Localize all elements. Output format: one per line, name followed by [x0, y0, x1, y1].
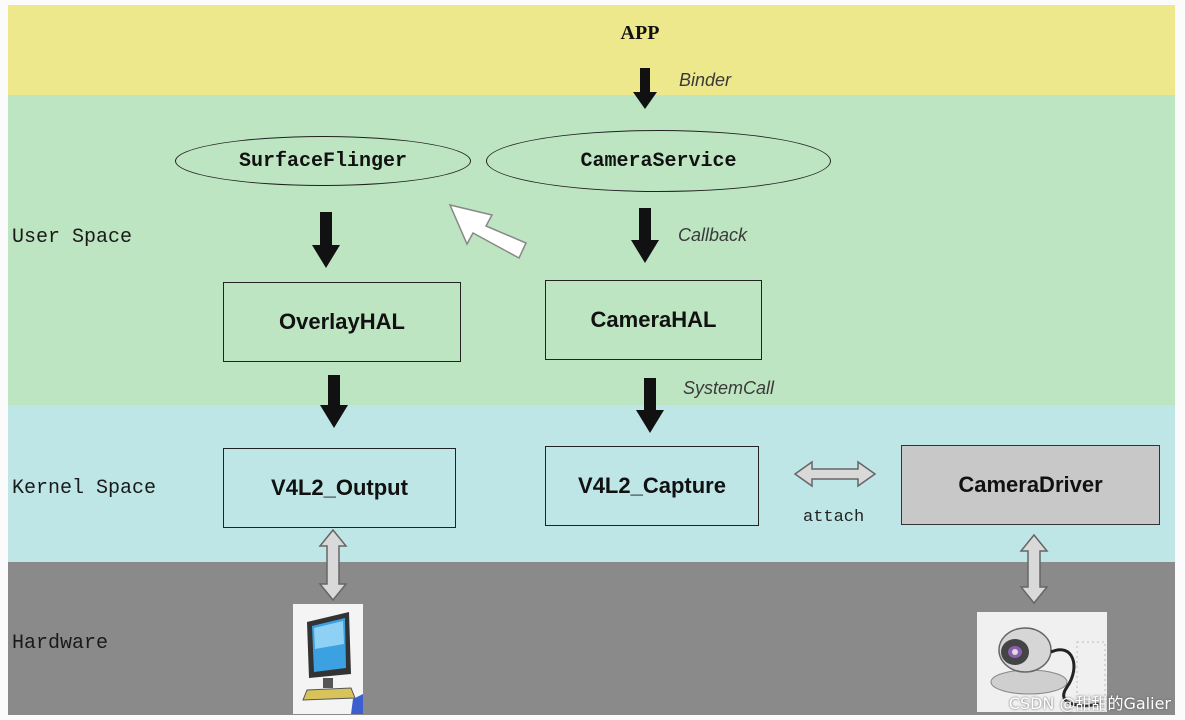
- camerahal-to-sf-arrow: [448, 203, 528, 260]
- binder-arrow: [633, 68, 657, 109]
- monitor-icon: [302, 612, 363, 714]
- app-layer-band: [8, 5, 1175, 95]
- systemcall-arrow: [636, 378, 664, 433]
- user-space-label: User Space: [12, 226, 133, 249]
- csdn-watermark: CSDN @甜甜的Galier: [1008, 694, 1171, 713]
- v4l2-capture-label: V4L2_Capture: [578, 473, 726, 498]
- cameraservice-node: CameraService: [486, 130, 831, 192]
- overlayhal-node: OverlayHAL: [223, 282, 461, 362]
- overlayhal-label: OverlayHAL: [279, 309, 405, 334]
- v4l2-output-node: V4L2_Output: [223, 448, 456, 528]
- camerahal-node: CameraHAL: [545, 280, 762, 360]
- binder-edge-label: Binder: [679, 70, 732, 90]
- kernel-space-label: Kernel Space: [12, 477, 157, 500]
- v4l2-capture-node: V4L2_Capture: [545, 446, 759, 526]
- attach-edge-label: attach: [803, 508, 865, 527]
- webcam-icon: [990, 627, 1106, 707]
- webcam-device: [977, 612, 1107, 712]
- attach-double-arrow: [793, 460, 877, 488]
- callback-arrow: [631, 208, 659, 263]
- output-hw-double-arrow: [318, 528, 348, 602]
- driver-hw-double-arrow: [1019, 533, 1049, 605]
- surfaceflinger-label: SurfaceFlinger: [238, 149, 408, 173]
- camerahal-label: CameraHAL: [590, 307, 717, 332]
- monitor-device: [293, 604, 363, 714]
- systemcall-edge-label: SystemCall: [683, 378, 775, 398]
- overlay-to-v4l2-output-arrow: [320, 375, 348, 428]
- cameraservice-label: CameraService: [580, 149, 737, 173]
- surfaceflinger-node: SurfaceFlinger: [175, 136, 471, 186]
- hardware-label: Hardware: [12, 632, 109, 655]
- v4l2-output-label: V4L2_Output: [271, 475, 408, 500]
- callback-edge-label: Callback: [678, 225, 748, 245]
- cameradriver-label: CameraDriver: [958, 472, 1103, 497]
- app-label: APP: [620, 22, 660, 44]
- cameradriver-node: CameraDriver: [901, 445, 1160, 525]
- sf-to-overlay-arrow: [312, 212, 340, 268]
